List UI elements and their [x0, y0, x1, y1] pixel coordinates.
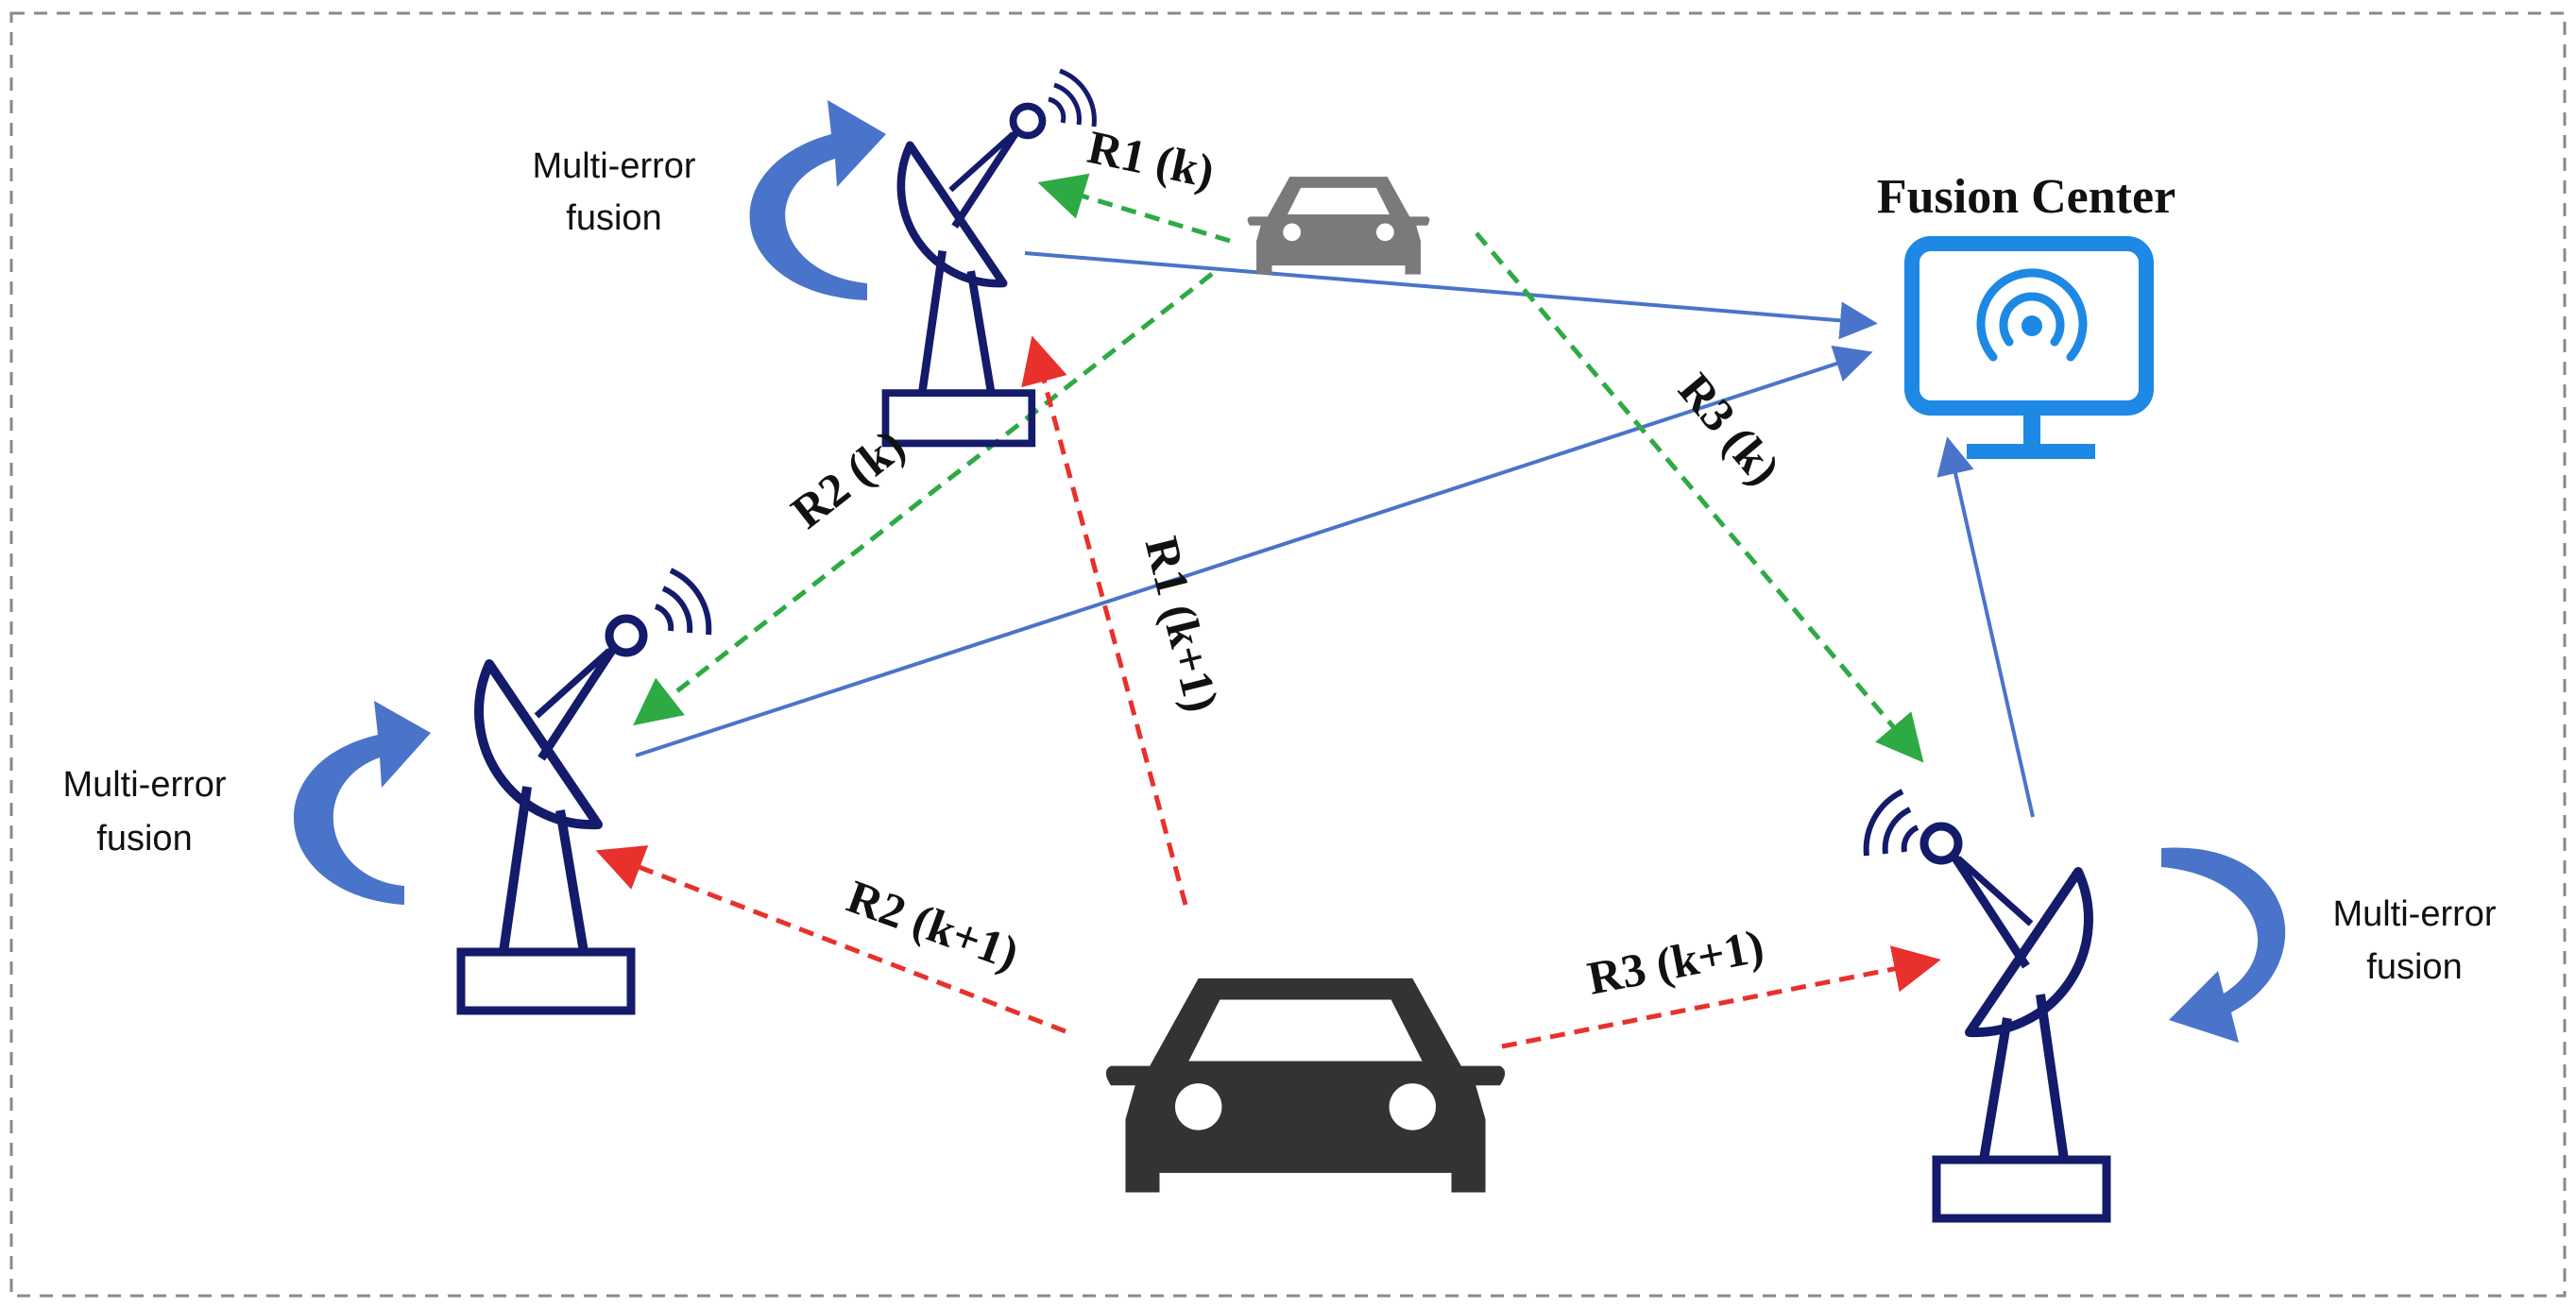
link-r2-k	[633, 272, 1214, 726]
fusion-center-monitor-icon	[1904, 236, 2154, 459]
radar-station-2	[461, 619, 643, 1011]
fusion-label-right-line1: Multi-error	[2332, 894, 2496, 934]
link-label-r3-k1: R3 (k+1)	[1583, 919, 1767, 1005]
fusion-center-title: Fusion Center	[1877, 170, 2175, 224]
signal-waves-icon	[654, 568, 712, 636]
link-radar1-to-fusion-center	[1024, 251, 1878, 340]
fusion-cycle-arrow-icon	[293, 701, 431, 905]
fusion-label-right-line2: fusion	[2366, 947, 2462, 987]
link-label-r2-k1: R2 (k+1)	[841, 870, 1026, 980]
radar-station-1	[886, 107, 1043, 444]
link-r1-k	[1037, 173, 1231, 244]
vehicle-time-k	[1247, 177, 1430, 275]
link-radar3-to-fusion-center	[1936, 436, 2035, 818]
fusion-label-left-line2: fusion	[96, 819, 192, 858]
link-r2-k1	[595, 845, 1066, 1034]
fusion-label-left-line1: Multi-error	[62, 765, 226, 805]
link-label-r1-k1: R1 (k+1)	[1135, 532, 1230, 717]
fusion-cycle-arrow-icon	[2161, 847, 2286, 1043]
link-r3-k	[1475, 231, 1924, 763]
vehicle-time-k-plus-1	[1105, 978, 1506, 1193]
diagram-border	[9, 11, 2567, 1298]
signal-waves-icon	[1863, 789, 1919, 857]
fusion-label-top-line2: fusion	[566, 198, 661, 238]
fusion-cycle-arrow-icon	[749, 100, 886, 300]
signal-waves-icon	[1048, 68, 1097, 128]
radar-station-3	[1924, 826, 2107, 1218]
link-radar2-to-fusion-center	[635, 345, 1873, 757]
fusion-label-top-line1: Multi-error	[532, 146, 695, 186]
link-label-r1-k: R1 (k)	[1083, 120, 1219, 198]
